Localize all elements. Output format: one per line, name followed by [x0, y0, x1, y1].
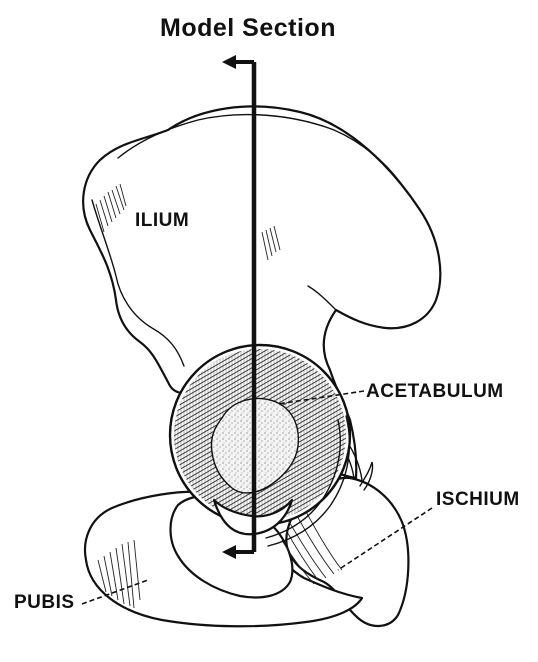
label-acetabulum: ACETABULUM: [366, 381, 504, 402]
label-pubis: PUBIS: [14, 592, 75, 613]
section-arrow-top-head: [222, 55, 236, 69]
label-ischium: ISCHIUM: [436, 489, 520, 510]
diagram-title: Model Section: [160, 14, 336, 42]
label-ilium: ILIUM: [135, 210, 189, 231]
